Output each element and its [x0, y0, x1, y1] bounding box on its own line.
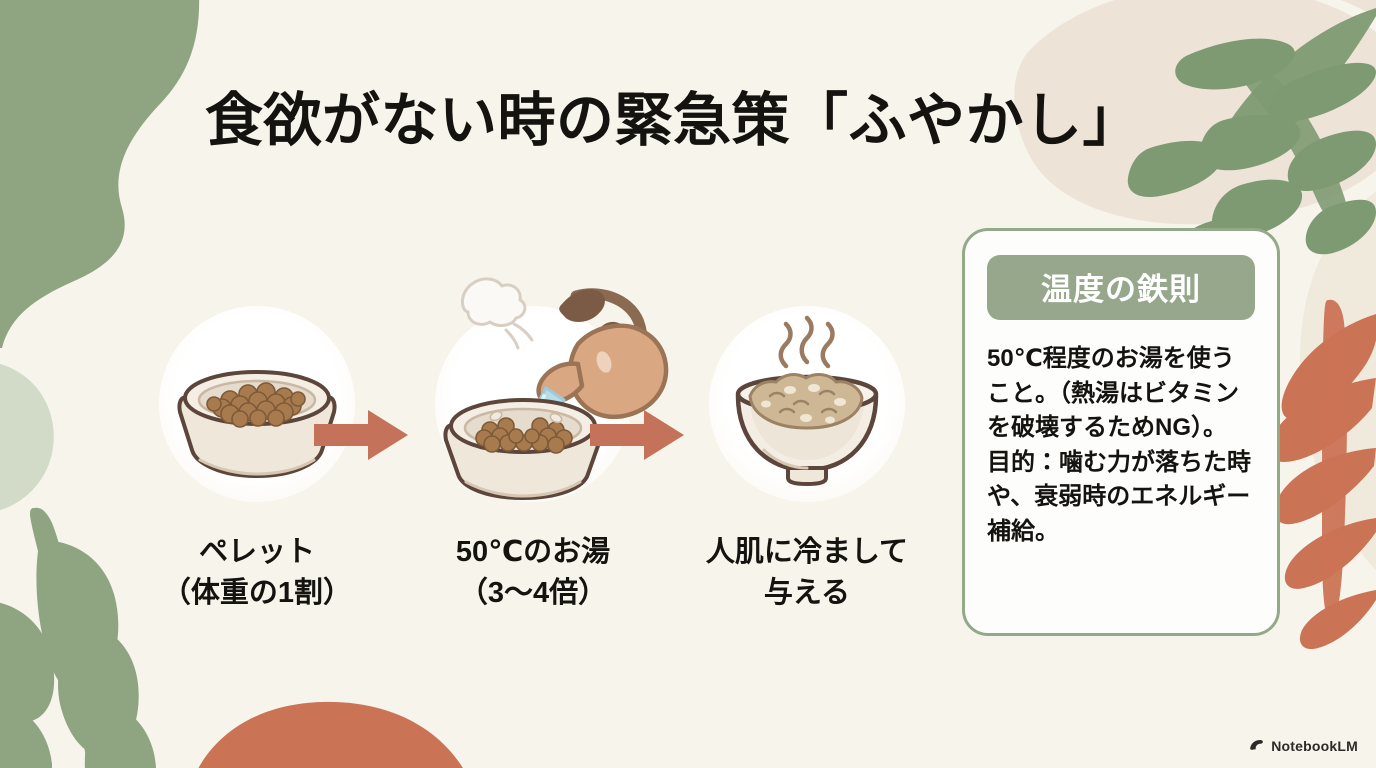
step-1: ペレット （体重の1割）: [132, 300, 382, 614]
notebooklm-watermark: NotebookLM: [1248, 737, 1358, 754]
info-card: 温度の鉄則 50℃程度のお湯を使うこと。（熱湯はビタミンを破壊するためNG）。 …: [962, 228, 1280, 636]
kettle-pouring-bowl-icon: [443, 277, 669, 500]
arrow-1: [314, 408, 410, 462]
beige-wash-right: [1300, 191, 1376, 571]
step-3-illustration: [702, 300, 912, 510]
step-2: 50℃のお湯 （3〜4倍）: [408, 277, 669, 614]
notebooklm-icon: [1250, 739, 1264, 750]
arrow-right-icon: [314, 410, 408, 460]
sage-blob-top-left: [0, 0, 200, 348]
notebooklm-label: NotebookLM: [1271, 737, 1358, 754]
info-card-badge: 温度の鉄則: [987, 255, 1255, 320]
step-1-illustration: [152, 300, 362, 510]
steaming-porridge-bowl-icon: [735, 315, 879, 486]
step-1-label: ペレット （体重の1割）: [161, 536, 353, 610]
arrow-2: [590, 408, 686, 462]
kibble-group: [475, 417, 573, 454]
terracotta-leaf-cluster-right: [1269, 299, 1376, 650]
step-3-label: 人肌に冷まして 与える: [705, 536, 909, 610]
beige-blob-top-right: [1340, 0, 1376, 18]
step-3: 人肌に冷まして 与える: [682, 300, 932, 614]
kettle-icon: [536, 288, 669, 420]
sage-wash-left: [0, 364, 54, 510]
process-steps: ペレット （体重の1割）: [86, 277, 966, 660]
steam-puff-icon: [461, 277, 534, 350]
pellet-bowl-icon: [177, 370, 337, 478]
info-card-body: 50℃程度のお湯を使うこと。（熱湯はビタミンを破壊するためNG）。 目的：噛む力…: [987, 345, 1251, 545]
kibble-group: [206, 382, 306, 428]
arrow-right-icon: [590, 410, 684, 460]
terracotta-blob-bottom: [198, 701, 463, 768]
porridge-texture: [768, 389, 838, 414]
steam-wisps-icon: [778, 315, 835, 369]
step-2-illustration: [428, 277, 669, 510]
page-title: 食欲がない時の緊急策「ふやかし」: [205, 88, 1142, 153]
step-2-label: 50℃のお湯 （3〜4倍）: [455, 536, 611, 610]
